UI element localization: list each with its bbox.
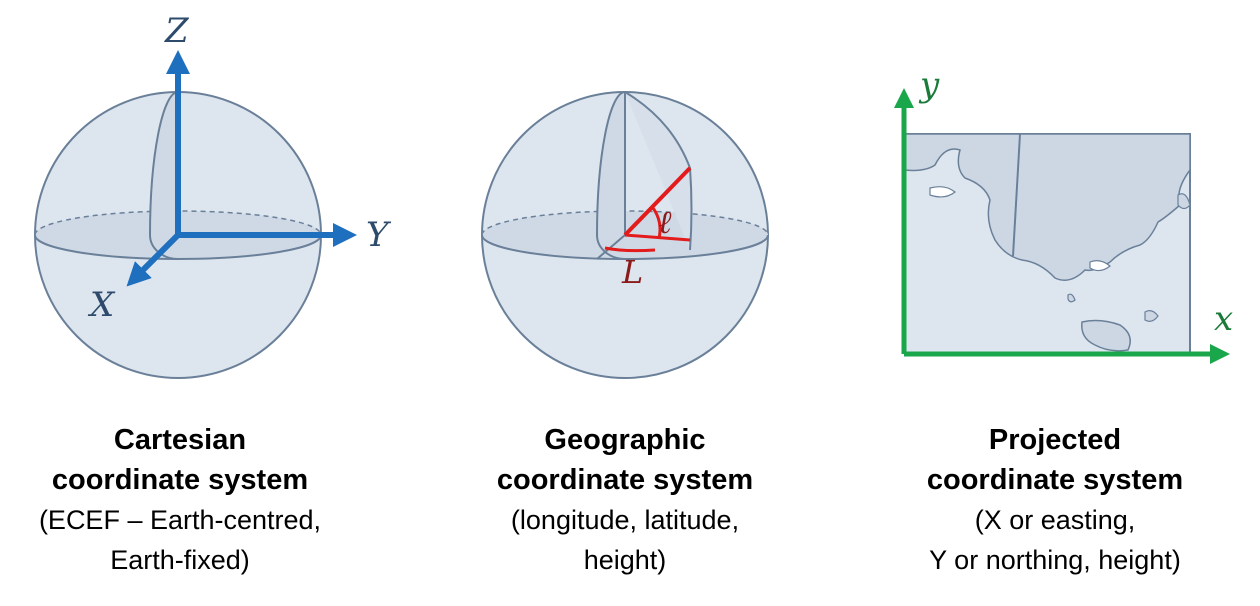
latitude-label: ℓ bbox=[658, 203, 672, 241]
projected-title-line2: coordinate system bbox=[926, 464, 1184, 496]
projected-caption: Projected coordinate system (X or eastin… bbox=[855, 420, 1255, 580]
geographic-title-line2: coordinate system bbox=[496, 464, 754, 496]
geographic-title-line1: Geographic bbox=[544, 424, 706, 456]
projected-desc-line2: Y or northing, height) bbox=[929, 545, 1181, 575]
cartesian-axes bbox=[126, 50, 357, 287]
x-axis-arrow bbox=[126, 232, 181, 287]
geographic-desc-line1: (longitude, latitude, bbox=[510, 505, 740, 535]
projected-y-label: y bbox=[918, 65, 940, 105]
latitude-line bbox=[623, 166, 692, 237]
longitude-label: L bbox=[621, 253, 643, 291]
longitude-angle-arc bbox=[604, 246, 656, 253]
projected-map bbox=[904, 133, 1191, 354]
cartesian-desc-line2: Earth-fixed) bbox=[110, 545, 250, 575]
geographic-desc-line2: height) bbox=[583, 545, 667, 575]
cartesian-title-line1: Cartesian bbox=[113, 424, 247, 456]
equator-radius-line bbox=[624, 233, 691, 242]
projected-title-line1: Projected bbox=[988, 424, 1122, 456]
z-axis-label: Z bbox=[164, 11, 190, 51]
geographic-angles bbox=[604, 166, 692, 253]
x-axis-label: X bbox=[87, 285, 116, 325]
diagram-canvas: Z Y X ℓ L y x bbox=[34, 11, 1233, 379]
y-axis-label: Y bbox=[366, 215, 392, 255]
projected-desc-line1: (X or easting, bbox=[974, 505, 1136, 535]
geographic-caption: Geographic coordinate system (longitude,… bbox=[425, 420, 825, 580]
projected-axes bbox=[894, 88, 1230, 364]
cartesian-title-line2: coordinate system bbox=[51, 464, 309, 496]
latitude-angle-arc bbox=[651, 207, 662, 239]
cartesian-caption: Cartesian coordinate system (ECEF – Eart… bbox=[0, 420, 380, 580]
projected-x-label: x bbox=[1214, 299, 1233, 339]
cartesian-desc-line1: (ECEF – Earth-centred, bbox=[38, 505, 322, 535]
